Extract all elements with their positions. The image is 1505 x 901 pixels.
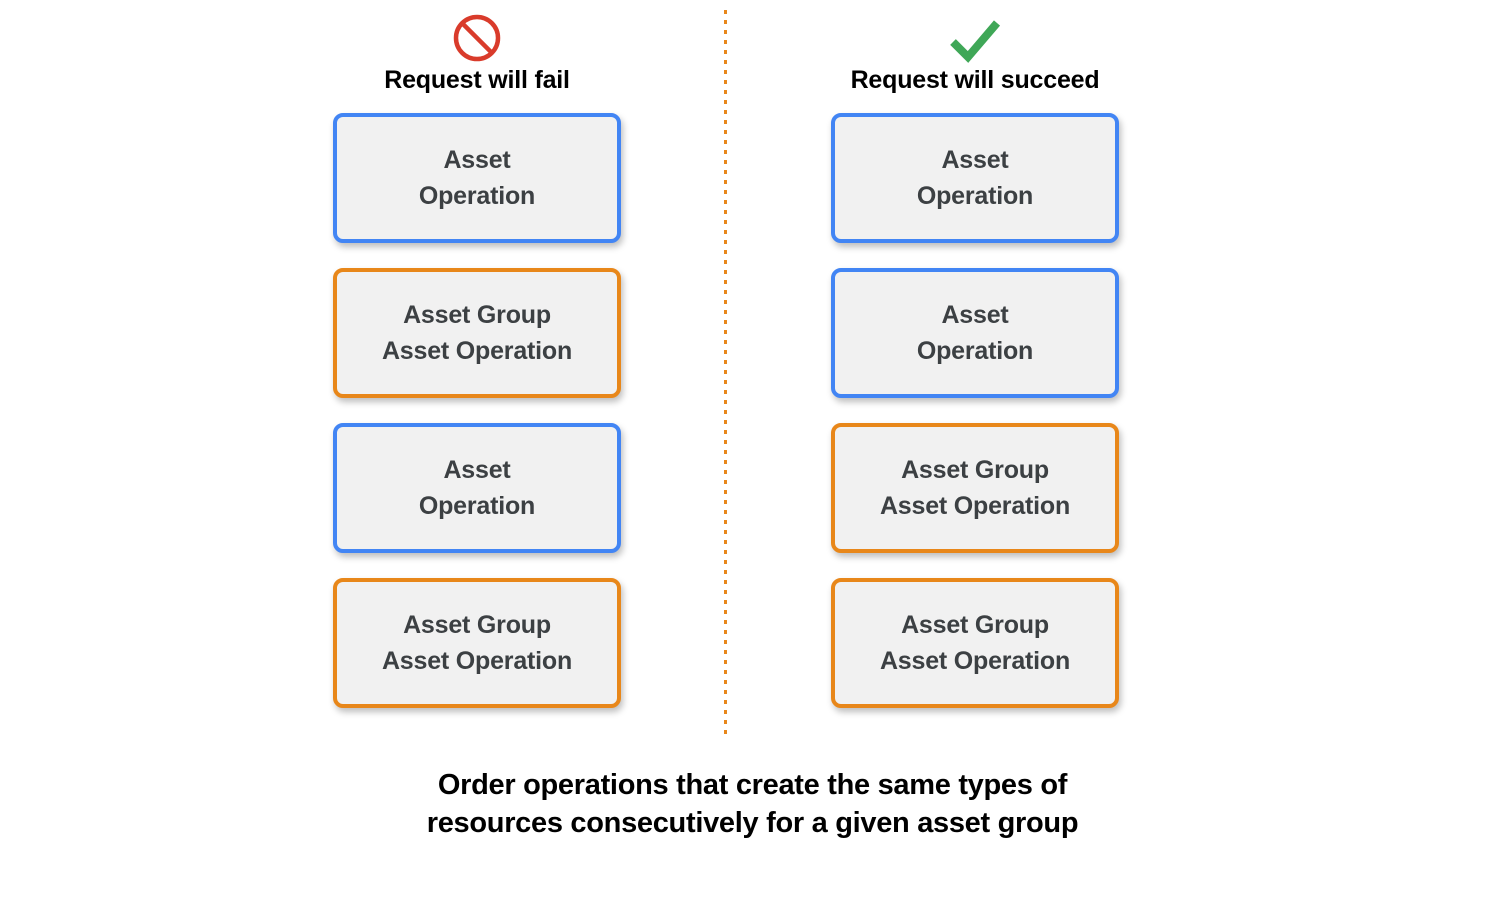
checkmark-icon — [795, 12, 1155, 64]
diagram-caption: Order operations that create the same ty… — [0, 766, 1505, 843]
operation-box[interactable]: Asset Operation — [831, 113, 1119, 243]
column-title-succeed: Request will succeed — [850, 66, 1100, 94]
column-divider — [724, 10, 727, 736]
column-title-fail: Request will fail — [384, 66, 570, 94]
prohibition-icon — [297, 12, 657, 64]
caption-line-2: resources consecutively for a given asse… — [426, 807, 1079, 840]
operation-box[interactable]: Asset Group Asset Operation — [333, 268, 621, 398]
operation-box[interactable]: Asset Operation — [831, 268, 1119, 398]
operation-box-label: Asset Group Asset Operation — [381, 610, 573, 675]
operation-box-label: Asset Operation — [916, 145, 1034, 210]
operation-box-label: Asset Group Asset Operation — [879, 455, 1071, 520]
operation-box-label: Asset Operation — [418, 145, 536, 210]
operation-stack-succeed: Asset Operation Asset Operation Asset Gr… — [831, 113, 1119, 708]
operation-box-label: Asset Group Asset Operation — [381, 300, 573, 365]
operation-box-label: Asset Operation — [418, 455, 536, 520]
column-header-fail: Request will fail — [297, 12, 657, 95]
operation-box[interactable]: Asset Operation — [333, 423, 621, 553]
operation-box[interactable]: Asset Group Asset Operation — [333, 578, 621, 708]
operation-box-label: Asset Group Asset Operation — [879, 610, 1071, 675]
caption-line-1: Order operations that create the same ty… — [437, 769, 1068, 801]
operation-box[interactable]: Asset Operation — [333, 113, 621, 243]
operation-box[interactable]: Asset Group Asset Operation — [831, 578, 1119, 708]
column-header-succeed: Request will succeed — [795, 12, 1155, 95]
operation-stack-fail: Asset Operation Asset Group Asset Operat… — [333, 113, 621, 708]
operation-box-label: Asset Operation — [916, 300, 1034, 365]
operation-box[interactable]: Asset Group Asset Operation — [831, 423, 1119, 553]
